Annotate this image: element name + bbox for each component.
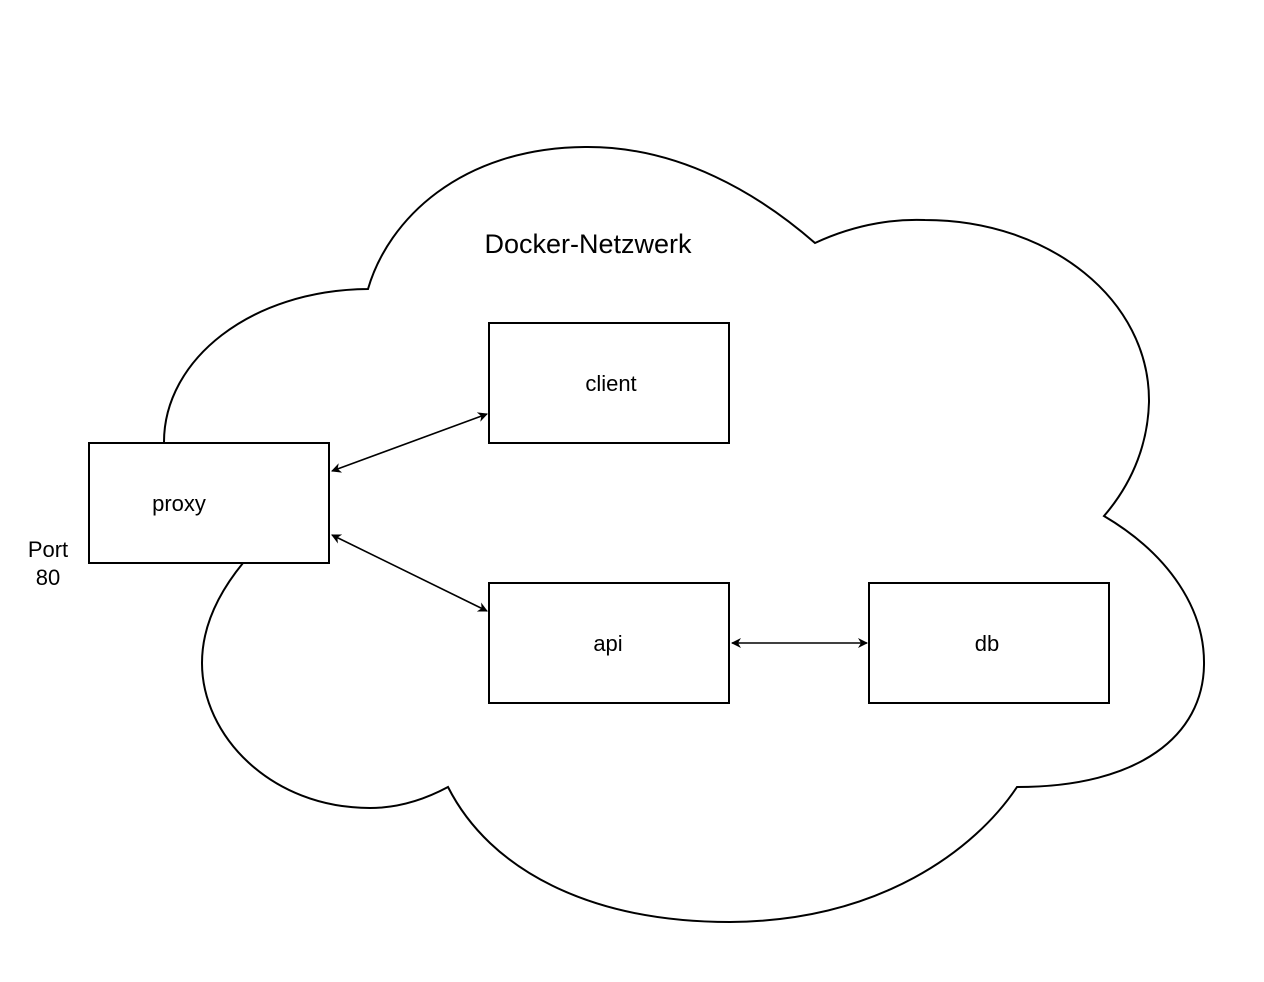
node-proxy-box: [88, 442, 330, 564]
node-db: db: [868, 582, 1110, 704]
node-api: api: [488, 582, 730, 704]
node-proxy: proxy: [88, 442, 330, 564]
node-api-box: [488, 582, 730, 704]
node-client: client: [488, 322, 730, 444]
node-client-label: client: [585, 371, 636, 396]
node-client-box: [488, 322, 730, 444]
node-api-label: api: [593, 631, 622, 656]
network-title: Docker-Netzwerk: [484, 229, 692, 259]
port-label-line2: 80: [36, 565, 60, 590]
edge-proxy-client: [331, 412, 488, 473]
node-proxy-label: proxy: [152, 491, 206, 516]
node-db-label: db: [975, 631, 999, 656]
port-label-line1: Port: [28, 537, 68, 562]
node-db-box: [868, 582, 1110, 704]
edge-proxy-api: [331, 534, 488, 612]
docker-network-cloud: [163, 145, 1206, 924]
